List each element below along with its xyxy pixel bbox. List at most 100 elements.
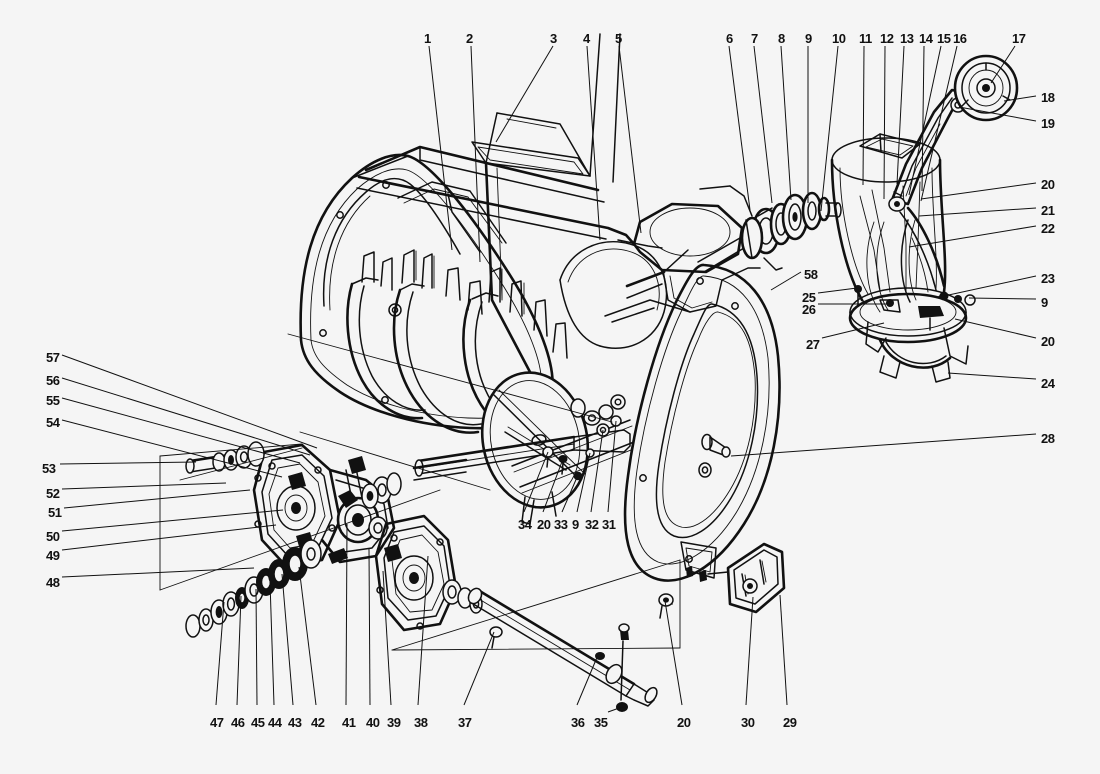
leader-line-1 xyxy=(428,45,453,251)
leader-line-27 xyxy=(821,322,885,339)
callout-number-10: 10 xyxy=(832,31,846,46)
leader-line-43 xyxy=(281,573,294,706)
leader-line-57 xyxy=(61,354,318,449)
housing-bolt-28 xyxy=(698,433,731,478)
leader-line-31 xyxy=(607,420,617,513)
callout-number-34: 34 xyxy=(518,517,532,532)
callout-number-23: 23 xyxy=(1041,271,1055,286)
leader-line-10 xyxy=(820,45,839,212)
callout-number-14: 14 xyxy=(919,31,933,46)
leader-line-28 xyxy=(730,433,1037,457)
leader-line-33 xyxy=(561,474,579,513)
impeller-bearing-stack xyxy=(740,191,842,271)
callout-number-44: 44 xyxy=(268,715,282,730)
leader-line-13 xyxy=(896,45,905,185)
leader-line-7 xyxy=(753,45,773,204)
leader-line-20 xyxy=(542,458,564,513)
right-gearbox-housing xyxy=(374,514,483,632)
leader-line-55 xyxy=(61,397,301,464)
leader-line-25 xyxy=(817,287,858,294)
leader-line-20 xyxy=(954,318,1037,339)
callout-number-17: 17 xyxy=(1012,31,1026,46)
right-upper-shaft xyxy=(361,458,468,509)
callout-number-12: 12 xyxy=(880,31,894,46)
callout-number-11: 11 xyxy=(859,31,872,46)
callout-number-29: 29 xyxy=(783,715,797,730)
callout-number-13: 13 xyxy=(900,31,914,46)
leader-line-12 xyxy=(883,45,886,200)
chute-crank-arm xyxy=(888,88,966,313)
leader-line-50 xyxy=(61,509,284,532)
callout-number-49: 49 xyxy=(46,548,60,563)
callout-number-42: 42 xyxy=(311,715,325,730)
leader-line-11 xyxy=(862,45,865,186)
leader-line-58 xyxy=(770,271,802,291)
leader-line-24 xyxy=(947,372,1037,380)
callout-number-46: 46 xyxy=(231,715,245,730)
callout-number-18: 18 xyxy=(1041,90,1055,105)
leader-line-54 xyxy=(61,419,283,478)
callout-number-30: 30 xyxy=(741,715,755,730)
callout-number-15: 15 xyxy=(937,31,951,46)
callout-number-43: 43 xyxy=(288,715,302,730)
callout-number-27: 27 xyxy=(806,337,820,352)
leader-line-35 xyxy=(607,706,623,713)
leader-line-47 xyxy=(215,601,225,706)
leader-line-2 xyxy=(470,45,481,263)
callout-number-20: 20 xyxy=(537,517,551,532)
callout-number-25: 25 xyxy=(802,290,816,305)
base-plate-outline xyxy=(159,333,681,651)
callout-number-20: 20 xyxy=(677,715,691,730)
callout-number-6: 6 xyxy=(726,31,733,46)
leader-line-39 xyxy=(382,570,392,706)
callout-number-56: 56 xyxy=(46,373,60,388)
callout-number-19: 19 xyxy=(1041,116,1055,131)
housing-top-brace xyxy=(356,145,636,253)
leader-line-44 xyxy=(269,581,275,706)
leader-line-51 xyxy=(63,489,251,509)
leader-line-30 xyxy=(745,596,754,706)
callout-number-38: 38 xyxy=(414,715,428,730)
callout-number-32: 32 xyxy=(585,517,599,532)
upper-shroud-panel xyxy=(471,112,591,177)
exploded-bearing-stack xyxy=(185,539,322,638)
leader-line-48 xyxy=(61,567,255,578)
leader-line-16 xyxy=(920,45,958,202)
callout-number-31: 31 xyxy=(602,517,616,532)
chute-hand-wheel xyxy=(953,54,1019,122)
callout-number-35: 35 xyxy=(594,715,608,730)
leader-line-37 xyxy=(463,631,495,706)
callout-number-16: 16 xyxy=(953,31,967,46)
callout-number-41: 41 xyxy=(342,715,356,730)
leader-line-8 xyxy=(780,45,792,201)
callout-number-20: 20 xyxy=(1041,334,1055,349)
callout-number-21: 21 xyxy=(1041,203,1055,218)
rear-shroud-body xyxy=(484,33,663,374)
callout-number-5: 5 xyxy=(615,31,622,46)
leader-line-9 xyxy=(576,452,591,513)
leader-line-23 xyxy=(943,275,1037,297)
callout-number-24: 24 xyxy=(1041,376,1055,391)
callout-number-37: 37 xyxy=(458,715,472,730)
callout-number-47: 47 xyxy=(210,715,224,730)
right-side-housing-plate xyxy=(623,263,781,582)
blower-housing-rear xyxy=(559,185,765,349)
leader-line-22 xyxy=(908,225,1037,248)
callout-number-1: 1 xyxy=(424,31,431,46)
callout-number-36: 36 xyxy=(571,715,585,730)
callout-number-50: 50 xyxy=(46,529,60,544)
leader-line-40 xyxy=(368,548,371,706)
leader-line-9 xyxy=(968,297,1037,300)
callout-number-48: 48 xyxy=(46,575,60,590)
leader-line-21 xyxy=(918,207,1037,217)
callout-number-3: 3 xyxy=(550,31,557,46)
leader-line-56 xyxy=(61,377,311,456)
leader-line-20 xyxy=(920,182,1037,200)
leader-line-20 xyxy=(664,600,683,706)
callout-number-7: 7 xyxy=(751,31,758,46)
leader-line-3 xyxy=(495,45,554,143)
callout-number-45: 45 xyxy=(251,715,265,730)
callout-number-51: 51 xyxy=(48,505,62,520)
leader-line-36 xyxy=(576,654,599,706)
